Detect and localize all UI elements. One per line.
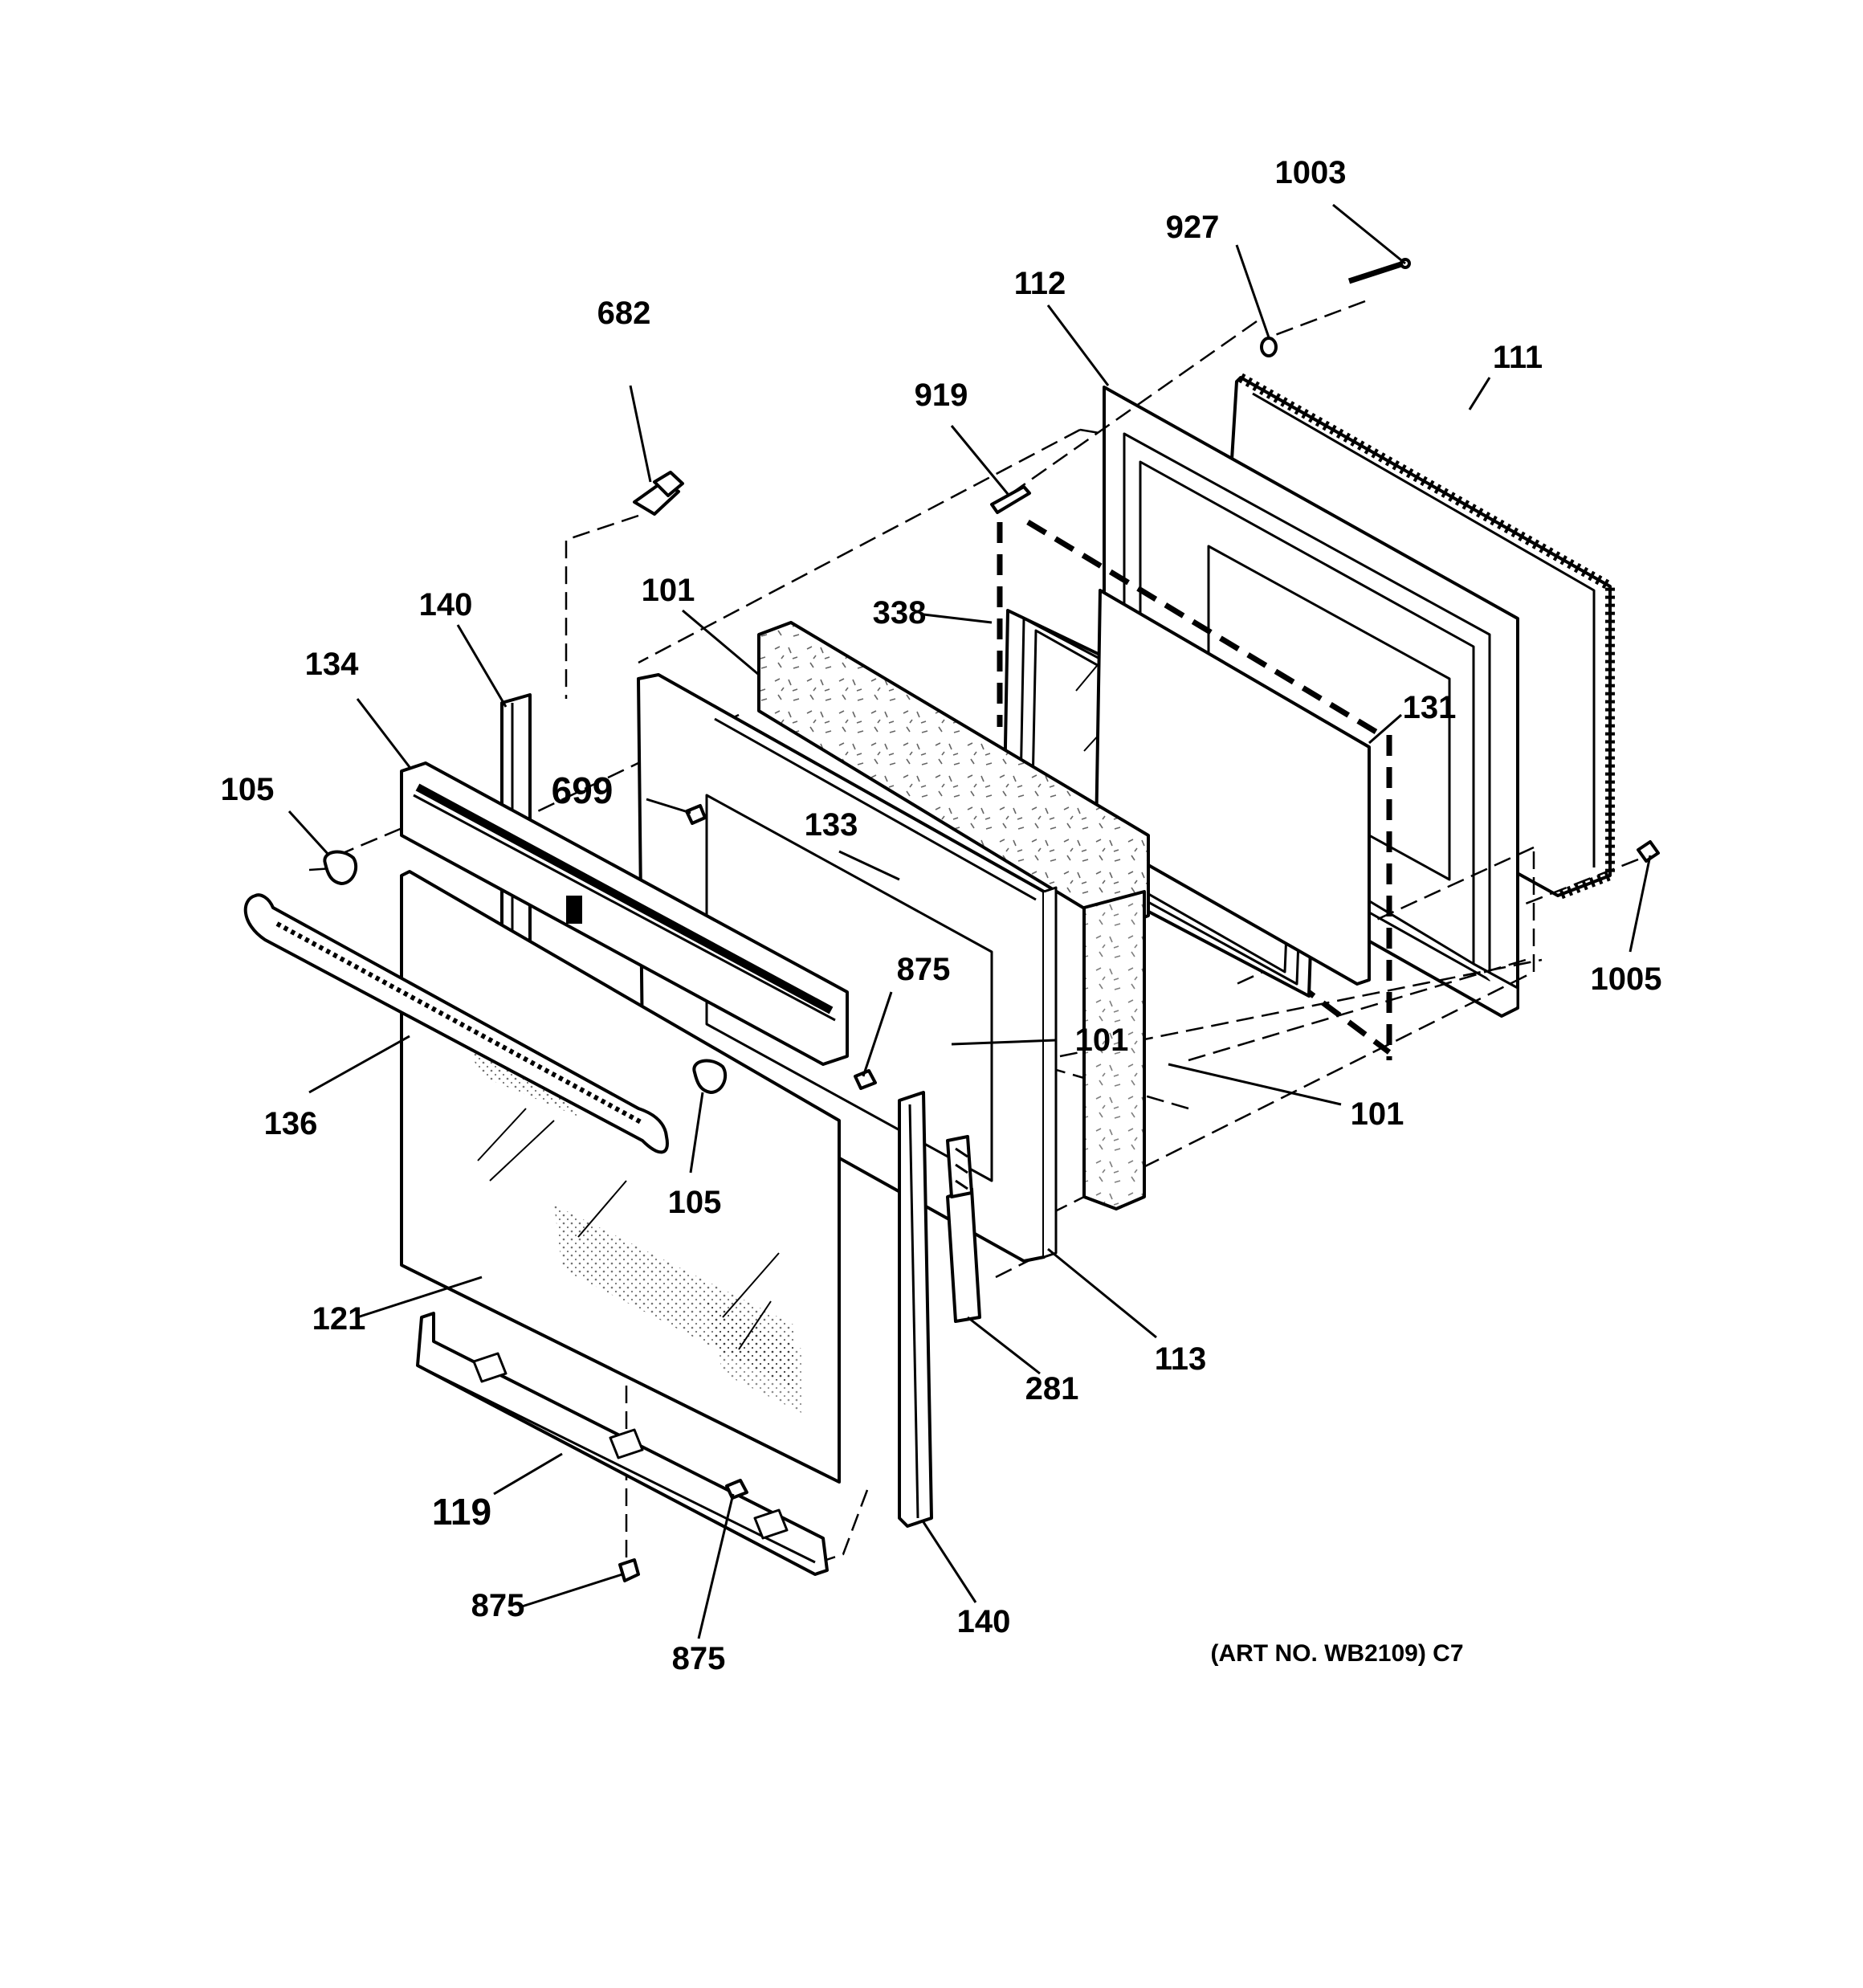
door-inner-panel-113 bbox=[637, 673, 1058, 1263]
callout-131: 131 bbox=[1403, 690, 1457, 725]
callout-875-mid: 875 bbox=[897, 952, 951, 987]
insulation-101-side bbox=[1082, 890, 1146, 1210]
leader-lines bbox=[287, 203, 1652, 1639]
screw-875-left bbox=[618, 1558, 640, 1582]
hinge-channel-140-bottom bbox=[898, 1091, 933, 1528]
callout-105-bottom: 105 bbox=[668, 1185, 722, 1220]
callout-101-right: 101 bbox=[1351, 1096, 1404, 1132]
callout-101-top: 101 bbox=[642, 573, 695, 608]
callout-875-left: 875 bbox=[471, 1588, 525, 1623]
callout-119: 119 bbox=[432, 1491, 491, 1533]
bottom-trim-119 bbox=[416, 1312, 829, 1576]
clip-105-left bbox=[323, 850, 358, 885]
callout-927: 927 bbox=[1166, 210, 1220, 245]
screw-699 bbox=[685, 804, 707, 825]
door-handle-136 bbox=[243, 893, 669, 1154]
pin-919 bbox=[990, 485, 1031, 514]
callout-112: 112 bbox=[1014, 266, 1066, 301]
callout-labels: 1003 927 112 111 682 919 101 338 140 134… bbox=[221, 155, 1662, 1676]
callout-1003: 1003 bbox=[1275, 155, 1347, 190]
callout-134: 134 bbox=[305, 647, 359, 682]
callout-140-top: 140 bbox=[419, 587, 473, 623]
callout-919: 919 bbox=[915, 378, 968, 413]
callout-281: 281 bbox=[1025, 1371, 1079, 1406]
screw-682 bbox=[633, 471, 684, 516]
callout-113: 113 bbox=[1155, 1341, 1207, 1377]
washer-927 bbox=[1260, 337, 1278, 357]
screw-1003 bbox=[1347, 258, 1411, 284]
screw-1005 bbox=[1637, 840, 1660, 863]
callout-699: 699 bbox=[552, 769, 614, 811]
callout-338: 338 bbox=[873, 595, 927, 631]
insulation-101-top bbox=[757, 621, 1150, 929]
door-trim-134 bbox=[400, 761, 849, 1066]
callout-136: 136 bbox=[264, 1106, 318, 1141]
callout-1005: 1005 bbox=[1591, 961, 1662, 997]
art-number: (ART NO. WB2109) C7 bbox=[1210, 1640, 1463, 1667]
callout-875-bottom: 875 bbox=[672, 1641, 726, 1676]
hinge-281 bbox=[946, 1135, 981, 1323]
callout-101-mid: 101 bbox=[1075, 1023, 1129, 1058]
callout-111: 111 bbox=[1493, 340, 1543, 375]
callout-105-left: 105 bbox=[221, 772, 275, 807]
inner-glass-pack-131 bbox=[1002, 589, 1371, 998]
callout-682: 682 bbox=[597, 296, 651, 331]
callout-140-bottom: 140 bbox=[957, 1604, 1011, 1639]
clip-105-bottom bbox=[692, 1059, 728, 1094]
callout-121: 121 bbox=[312, 1301, 366, 1337]
callout-133: 133 bbox=[805, 807, 858, 843]
screw-875-bottom bbox=[725, 1479, 748, 1500]
